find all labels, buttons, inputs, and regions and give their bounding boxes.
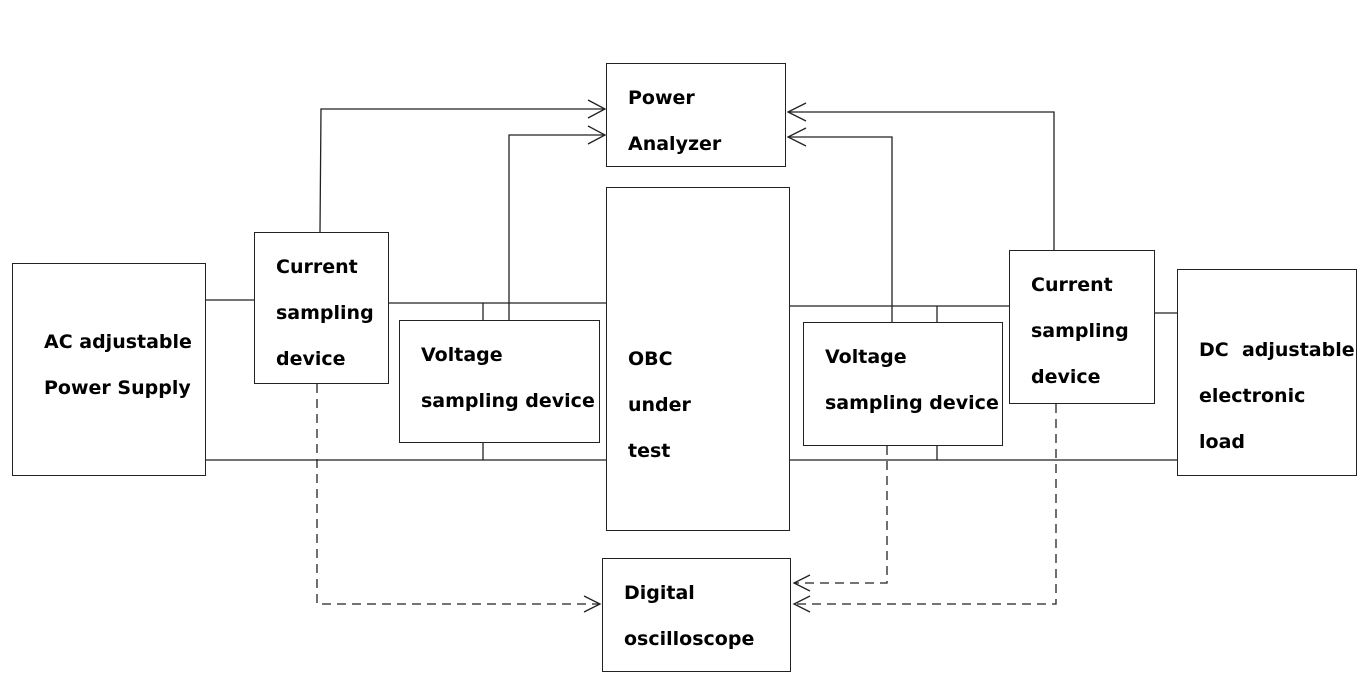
arrowhead-analyzer-2 xyxy=(587,125,607,145)
scope-line-voltage-right xyxy=(794,446,888,584)
arrowhead-analyzer-1 xyxy=(587,99,607,119)
current-right-line-3: device xyxy=(1031,366,1101,388)
current-sampling-left-block: Current sampling device xyxy=(254,232,389,384)
dc-load-line-3: load xyxy=(1199,431,1245,453)
voltage-right-line-1: Voltage xyxy=(825,346,907,368)
analyzer-line-2: Analyzer xyxy=(628,133,722,155)
obc-test-label: test xyxy=(628,440,671,462)
current-left-line-2: sampling xyxy=(276,302,374,324)
signal-voltage-left-to-analyzer xyxy=(508,134,605,320)
voltage-left-line-1: Voltage xyxy=(421,344,503,366)
ac-power-supply-block: AC adjustable Power Supply xyxy=(12,263,206,476)
arrowhead-analyzer-4 xyxy=(786,127,807,147)
signal-current-right-to-analyzer xyxy=(788,111,1055,250)
signal-voltage-right-to-analyzer xyxy=(788,136,893,322)
power-analyzer-block: Power Analyzer xyxy=(606,63,786,167)
ac-supply-line-2: Power Supply xyxy=(44,377,191,399)
arrowhead-analyzer-3 xyxy=(786,102,807,122)
voltage-sampling-left-block: Voltage sampling device xyxy=(399,320,600,443)
obc-under-label: under xyxy=(628,394,691,416)
scope-line-2: oscilloscope xyxy=(624,628,755,650)
current-right-line-2: sampling xyxy=(1031,320,1129,342)
signal-current-left-to-analyzer xyxy=(319,108,605,233)
ac-supply-line-1: AC adjustable xyxy=(44,331,192,353)
analyzer-line-1: Power xyxy=(628,87,695,109)
current-left-line-1: Current xyxy=(276,256,358,278)
scope-line-1: Digital xyxy=(624,582,695,604)
dc-load-line-1: DC adjustable xyxy=(1199,339,1355,361)
digital-oscilloscope-block: Digital oscilloscope xyxy=(602,558,791,672)
arrowhead-scope-2 xyxy=(792,574,811,592)
scope-line-current-right xyxy=(794,404,1057,605)
current-right-line-1: Current xyxy=(1031,274,1113,296)
obc-line-1: OBC under xyxy=(628,336,768,428)
arrowhead-scope-1 xyxy=(583,595,602,613)
current-left-line-3: device xyxy=(276,348,346,370)
voltage-right-line-2: sampling device xyxy=(825,392,999,414)
current-sampling-right-block: Current sampling device xyxy=(1009,250,1155,404)
dc-electronic-load-block: DC adjustable electronic load xyxy=(1177,269,1357,476)
obc-label: OBC xyxy=(628,348,673,370)
arrowhead-scope-3 xyxy=(792,595,811,613)
obc-under-test-block: OBC under test xyxy=(606,187,790,531)
voltage-sampling-right-block: Voltage sampling device xyxy=(803,322,1003,446)
scope-line-current-left xyxy=(316,384,600,605)
dc-load-line-2: electronic xyxy=(1199,385,1306,407)
voltage-left-line-2: sampling device xyxy=(421,390,595,412)
